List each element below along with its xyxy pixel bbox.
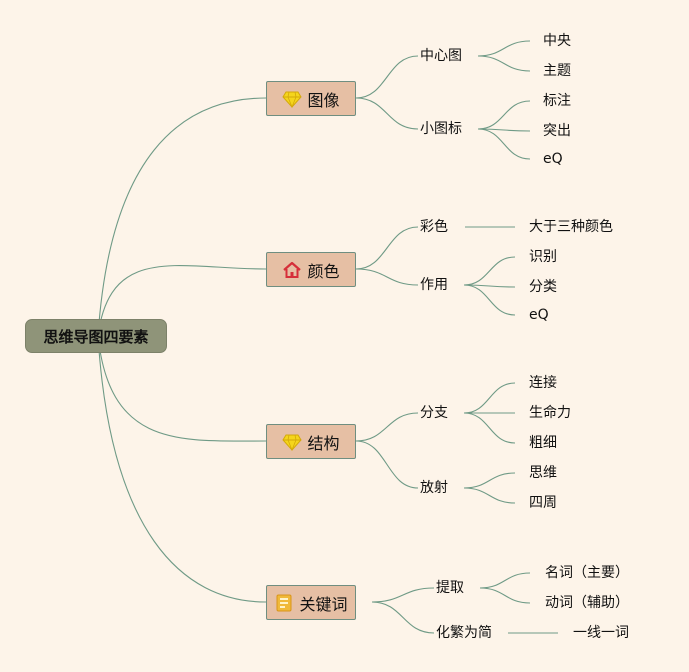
diamond-icon <box>282 89 303 109</box>
leaf-connector <box>477 100 531 130</box>
leaf-connector <box>463 382 516 414</box>
leaf-node[interactable]: 名词（主要） <box>545 565 629 581</box>
leaf-node[interactable]: 连接 <box>529 375 557 391</box>
root-connector <box>97 97 267 337</box>
root-connector <box>97 264 267 337</box>
leaf-connector <box>477 40 531 57</box>
leaf-node[interactable]: 主题 <box>543 63 571 79</box>
leaf-node[interactable]: 四周 <box>529 495 557 511</box>
branch-label: 颜色 <box>307 261 340 281</box>
diamond-icon <box>282 432 303 452</box>
leaf-connector <box>463 487 516 504</box>
branch-connector <box>371 587 435 603</box>
leaf-node[interactable]: 大于三种颜色 <box>529 219 613 235</box>
leaf-node[interactable]: 生命力 <box>529 405 571 421</box>
leaf-connector <box>463 412 516 444</box>
leaf-node[interactable]: 识别 <box>529 249 557 265</box>
leaf-node[interactable]: 动词（辅助） <box>545 595 629 611</box>
root-connector <box>97 335 267 603</box>
leaf-connector <box>463 472 516 489</box>
branch-node-keyword[interactable]: 关键词 <box>266 585 356 620</box>
sub-node-function[interactable]: 作用 <box>420 277 448 293</box>
leaf-node[interactable]: 分类 <box>529 279 557 295</box>
leaf-node[interactable]: 粗细 <box>529 435 557 451</box>
branch-connector <box>355 412 419 442</box>
branch-node-color[interactable]: 颜色 <box>266 252 356 287</box>
branch-connector <box>355 97 419 130</box>
branch-connector <box>371 601 435 634</box>
sub-node-radiate[interactable]: 放射 <box>420 480 448 496</box>
branch-connector <box>355 268 419 286</box>
leaf-node[interactable]: 标注 <box>543 93 571 109</box>
house-icon <box>282 260 302 280</box>
leaf-connector <box>463 256 516 286</box>
branch-node-structure[interactable]: 结构 <box>266 424 356 459</box>
leaf-node[interactable]: 中央 <box>543 33 571 49</box>
branch-connector <box>355 55 419 99</box>
leaf-node[interactable]: eQ <box>529 307 549 323</box>
branch-label: 图像 <box>307 90 340 110</box>
sub-node-branch[interactable]: 分支 <box>420 405 448 421</box>
branch-label: 关键词 <box>299 594 348 614</box>
root-connector <box>97 335 267 442</box>
leaf-connector <box>479 587 531 604</box>
document-icon <box>274 593 294 613</box>
leaf-connector <box>477 128 531 160</box>
sub-node-center-image[interactable]: 中心图 <box>420 48 462 64</box>
leaf-node[interactable]: 一线一词 <box>573 625 629 641</box>
root-label: 思维导图四要素 <box>43 327 149 346</box>
leaf-node[interactable]: eQ <box>543 151 563 167</box>
leaf-connector <box>463 284 516 316</box>
branch-node-image[interactable]: 图像 <box>266 81 356 116</box>
leaf-connector <box>477 55 531 72</box>
branch-connector <box>355 226 419 270</box>
leaf-connector <box>479 572 531 589</box>
leaf-node[interactable]: 突出 <box>543 123 571 139</box>
leaf-node[interactable]: 思维 <box>529 465 557 481</box>
sub-node-colorful[interactable]: 彩色 <box>420 219 448 235</box>
branch-label: 结构 <box>307 433 340 453</box>
root-node[interactable]: 思维导图四要素 <box>25 319 167 353</box>
branch-connector <box>355 440 419 489</box>
sub-node-simplify[interactable]: 化繁为简 <box>436 625 492 641</box>
sub-node-small-icon[interactable]: 小图标 <box>420 121 462 137</box>
sub-node-extract[interactable]: 提取 <box>436 580 464 596</box>
